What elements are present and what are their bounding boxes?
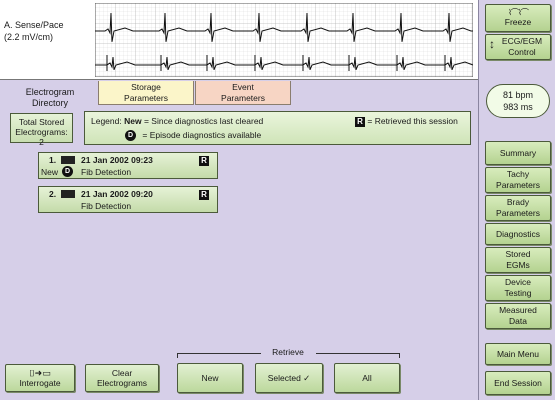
retrieve-selected-button[interactable]: Selected ✓ bbox=[255, 363, 323, 393]
rate-bpm: 81 bpm bbox=[502, 90, 534, 100]
legend-r-desc: = Retrieved this session bbox=[367, 116, 458, 126]
total-stored-electrograms: Total Stored Electrograms: 2 bbox=[10, 113, 73, 147]
legend-label: Legend: bbox=[91, 116, 122, 126]
up-down-arrow-icon: ↕ bbox=[489, 37, 495, 51]
heart-rate-display: 81 bpm 983 ms bbox=[486, 84, 550, 118]
electrogram-directory-title: Electrogram Directory bbox=[25, 87, 75, 108]
tab-event-parameters[interactable]: Event Parameters bbox=[195, 81, 291, 105]
nav-brady-parameters-button[interactable]: Brady Parameters bbox=[485, 195, 551, 221]
retrieved-badge-icon: R bbox=[199, 156, 209, 166]
diagnostics-badge-icon: D bbox=[62, 166, 73, 177]
diagnostics-badge-icon: D bbox=[125, 130, 136, 142]
right-nav-panel: ⌇⌒⌇⌒ Freeze ↕ ECG/EGM Control 81 bpm 983… bbox=[478, 0, 555, 400]
legend-new-desc: = Since diagnostics last cleared bbox=[143, 116, 264, 126]
nav-stored-egms-button[interactable]: Stored EGMs bbox=[485, 247, 551, 273]
episode-datetime: 21 Jan 2002 09:20 bbox=[81, 189, 153, 199]
interrogate-button[interactable]: ⌷➜▭ Interrogate bbox=[5, 364, 75, 392]
retrieve-new-button[interactable]: New bbox=[177, 363, 243, 393]
tab-storage-parameters[interactable]: Storage Parameters bbox=[98, 81, 194, 105]
episode-detection: Fib Detection bbox=[81, 201, 132, 211]
ecg-egm-control-button[interactable]: ↕ ECG/EGM Control bbox=[485, 34, 551, 60]
retrieve-bracket-left bbox=[177, 353, 261, 358]
nav-measured-data-button[interactable]: Measured Data bbox=[485, 303, 551, 329]
episode-detection: Fib Detection bbox=[81, 167, 132, 177]
retrieve-all-button[interactable]: All bbox=[334, 363, 400, 393]
egm-trace bbox=[95, 12, 473, 42]
ecg-trace bbox=[95, 55, 473, 71]
nav-summary-button[interactable]: Summary bbox=[485, 141, 551, 165]
nav-tachy-parameters-button[interactable]: Tachy Parameters bbox=[485, 167, 551, 193]
clear-electrograms-button[interactable]: Clear Electrograms bbox=[85, 364, 159, 392]
legend-d-desc: = Episode diagnostics available bbox=[142, 130, 262, 140]
episode-new-label: New bbox=[41, 167, 59, 177]
retrieve-group-label: Retrieve bbox=[272, 347, 304, 357]
nav-device-testing-button[interactable]: Device Testing bbox=[485, 275, 551, 301]
egm-episode-icon bbox=[61, 190, 75, 198]
rate-ms: 983 ms bbox=[503, 102, 533, 112]
ecg-strip-panel: A. Sense/Pace (2.2 mV/cm) bbox=[0, 0, 478, 80]
episode-row[interactable]: 1. 21 Jan 2002 09:23 New D Fib Detection… bbox=[38, 152, 218, 179]
end-session-button[interactable]: End Session bbox=[485, 371, 551, 395]
ecg-waveform bbox=[95, 3, 473, 77]
interrogate-icon: ⌷➜▭ bbox=[29, 367, 51, 378]
lead-name: A. Sense/Pace bbox=[4, 20, 64, 30]
legend-box: Legend: New = Since diagnostics last cle… bbox=[84, 111, 471, 145]
egm-episode-icon bbox=[61, 156, 75, 164]
nav-diagnostics-button[interactable]: Diagnostics bbox=[485, 223, 551, 245]
retrieve-bracket-right bbox=[316, 353, 400, 358]
episode-row[interactable]: 2. 21 Jan 2002 09:20 Fib Detection R bbox=[38, 186, 218, 213]
waveform-icon: ⌇⌒⌇⌒ bbox=[508, 7, 529, 17]
lead-label: A. Sense/Pace (2.2 mV/cm) bbox=[4, 19, 64, 43]
main-menu-button[interactable]: Main Menu bbox=[485, 343, 551, 365]
legend-new-word: New bbox=[124, 116, 142, 126]
total-count: 2 bbox=[39, 137, 44, 147]
lead-scale: (2.2 mV/cm) bbox=[4, 32, 54, 42]
retrieved-badge-icon: R bbox=[199, 190, 209, 200]
freeze-button[interactable]: ⌇⌒⌇⌒ Freeze bbox=[485, 4, 551, 32]
retrieved-badge-icon: R bbox=[355, 116, 365, 127]
episode-datetime: 21 Jan 2002 09:23 bbox=[81, 155, 153, 165]
